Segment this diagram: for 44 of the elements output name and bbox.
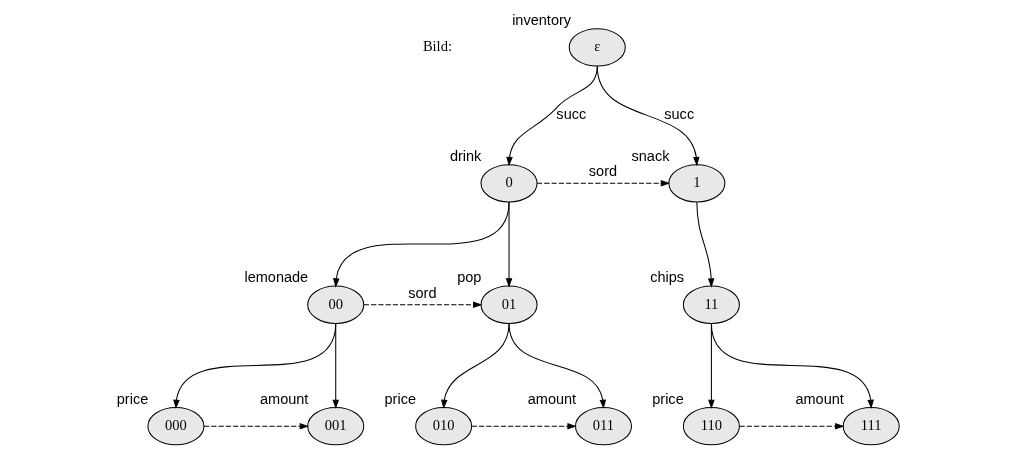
node-ellipse: 011	[574, 406, 632, 445]
node-ellipse: 11	[682, 285, 740, 324]
node-label: snack	[630, 147, 669, 164]
arrow	[332, 201, 510, 288]
node-label: chips	[649, 268, 684, 285]
arrow	[362, 300, 482, 308]
arrow	[440, 322, 510, 409]
arrow	[203, 422, 309, 429]
edge-label: sord	[407, 284, 437, 301]
node-label: price	[116, 390, 148, 407]
node-label: drink	[449, 147, 481, 164]
node-ellipse: 111	[842, 406, 900, 445]
label: Bild:	[422, 37, 452, 54]
arrow	[331, 322, 339, 409]
node-ellipse: 1	[667, 163, 725, 203]
edge-label: succ	[663, 105, 694, 122]
arrow	[508, 322, 606, 409]
arrow	[470, 422, 577, 429]
arrow	[695, 201, 714, 288]
node-label: inventory	[511, 11, 571, 28]
node-label: amount	[259, 390, 308, 407]
arrow	[536, 179, 670, 187]
arrow	[738, 422, 844, 429]
edge-label: succ	[555, 105, 586, 122]
node-label: amount	[794, 390, 844, 407]
arrow	[505, 201, 512, 288]
node-ellipse: ε	[568, 27, 626, 67]
node-ellipse: 01	[480, 285, 538, 324]
arrow	[505, 65, 598, 166]
node-label: price	[384, 390, 416, 407]
node-ellipse: 000	[146, 406, 204, 445]
node-ellipse: 0	[480, 163, 538, 203]
node-label: price	[651, 390, 684, 407]
node-label: pop	[456, 268, 481, 285]
arrow	[596, 65, 700, 166]
arrow	[172, 322, 336, 409]
node-label: lemonade	[243, 268, 308, 285]
node-ellipse: 00	[306, 285, 364, 324]
node-ellipse: 010	[414, 406, 472, 445]
node-ellipse: 001	[306, 406, 364, 445]
node-ellipse: 110	[682, 406, 740, 445]
arrow	[710, 322, 874, 409]
node-label: amount	[527, 390, 576, 407]
edge-label: sord	[588, 162, 617, 179]
